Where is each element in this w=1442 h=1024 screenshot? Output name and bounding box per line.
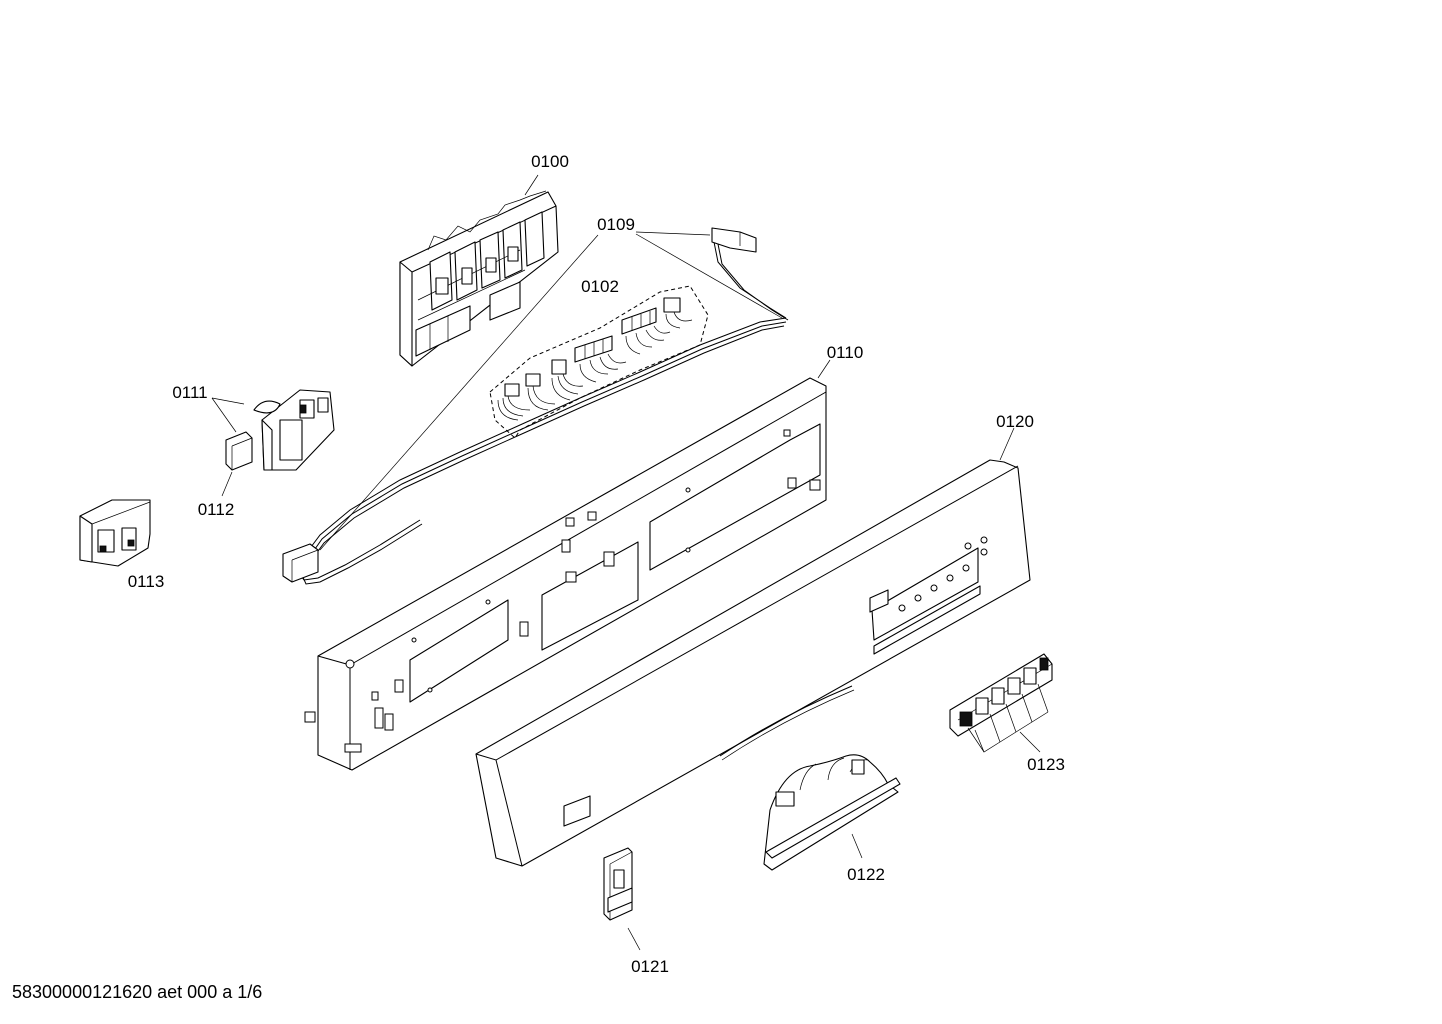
drawing-number: 58300000121620 aet 000 a 1/6 [12, 982, 262, 1002]
leader-0123-c [1005, 703, 1017, 733]
part-0109-wiring-harness [282, 227, 789, 585]
leader-0123-a [974, 729, 985, 753]
label-0121: 0121 [631, 957, 669, 976]
part-0121-latch [603, 847, 633, 921]
leader-0123-d [1021, 693, 1033, 723]
part-0120-fascia-panel [475, 459, 1031, 867]
leader-0109-b [635, 233, 783, 319]
part-0123-button-set [949, 653, 1053, 737]
leader-0123-label [1019, 731, 1041, 753]
label-0123: 0123 [1027, 755, 1065, 774]
leader-0109-a [635, 231, 711, 236]
leader-0123-e [1037, 683, 1049, 713]
leader-0111-a [211, 397, 245, 405]
label-0109: 0109 [597, 215, 635, 234]
leader-0112 [221, 471, 233, 497]
part-0122-handle [763, 754, 901, 871]
leader-0110 [817, 359, 831, 379]
label-0111: 0111 [172, 383, 207, 402]
leader-0123-b [989, 713, 1001, 743]
leader-0121 [627, 927, 641, 951]
part-0112-capacitor [225, 431, 253, 471]
label-0112: 0112 [198, 500, 235, 519]
part-0102-connector-set [489, 285, 709, 439]
part-0111-switch [253, 389, 335, 471]
leader-0109-c [319, 234, 599, 551]
leader-0100 [524, 174, 539, 196]
label-0122: 0122 [847, 865, 885, 884]
label-0113: 0113 [128, 572, 165, 591]
label-0120: 0120 [996, 412, 1034, 431]
part-0113-relay-block [79, 499, 151, 567]
label-0110: 0110 [827, 343, 864, 362]
leader-0120 [999, 427, 1015, 461]
label-0100: 0100 [531, 152, 569, 171]
label-0102: 0102 [581, 277, 619, 296]
leader-0123-comb [967, 711, 1049, 753]
leader-0111-b [211, 397, 237, 433]
part-0110-frame [304, 377, 827, 771]
part-0100-control-module [399, 190, 559, 367]
leader-0122 [851, 833, 863, 859]
